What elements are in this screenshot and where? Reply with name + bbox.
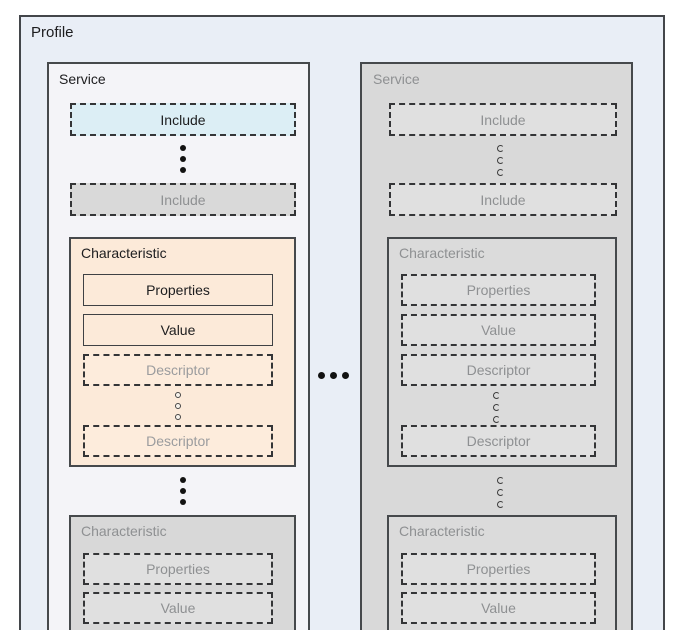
dot-icon — [180, 499, 186, 505]
hollow-dot-icon — [493, 392, 500, 399]
vertical-ellipsis-hollow-icon — [497, 477, 504, 508]
value-box: Value — [401, 314, 596, 346]
descriptor-box: Descriptor — [83, 425, 273, 457]
properties-box: Properties — [401, 553, 596, 585]
service-box-left: Service Include Include Characteristic P… — [47, 62, 310, 630]
dot-icon — [342, 372, 349, 379]
characteristic-box: Characteristic Properties Value Descript… — [387, 237, 617, 467]
dot-icon — [180, 477, 186, 483]
hollow-dot-icon — [175, 403, 181, 409]
hollow-dot-icon — [175, 392, 181, 398]
include-label: Include — [160, 111, 206, 128]
characteristic-box: Characteristic Properties Value — [69, 515, 296, 630]
descriptor-box: Descriptor — [401, 354, 596, 386]
value-label: Value — [481, 600, 516, 616]
dot-icon — [330, 372, 337, 379]
include-label: Include — [480, 111, 526, 128]
include-box: Include — [70, 103, 296, 136]
hollow-dot-icon — [497, 477, 504, 484]
hollow-dot-icon — [497, 157, 504, 164]
characteristic-label: Characteristic — [399, 245, 485, 261]
properties-label: Properties — [466, 561, 531, 577]
characteristic-label: Characteristic — [81, 245, 167, 261]
dot-icon — [180, 145, 186, 151]
dot-icon — [180, 156, 186, 162]
hollow-dot-icon — [175, 414, 181, 420]
vertical-ellipsis-hollow-icon — [497, 145, 504, 176]
vertical-ellipsis-hollow-icon — [175, 392, 181, 420]
hollow-dot-icon — [497, 169, 504, 176]
characteristic-label: Characteristic — [81, 523, 167, 539]
hollow-dot-icon — [497, 489, 504, 496]
horizontal-ellipsis-icon — [318, 372, 349, 379]
include-box: Include — [389, 103, 617, 136]
vertical-ellipsis-solid-icon — [180, 145, 186, 173]
value-box: Value — [83, 592, 273, 624]
characteristic-box: Characteristic Properties Value Descript… — [69, 237, 296, 467]
characteristic-box: Characteristic Properties Value — [387, 515, 617, 630]
descriptor-box: Descriptor — [83, 354, 273, 386]
properties-box: Properties — [83, 274, 273, 306]
value-label: Value — [160, 600, 196, 616]
properties-label: Properties — [146, 282, 210, 298]
descriptor-label: Descriptor — [466, 362, 531, 378]
vertical-ellipsis-solid-icon — [180, 477, 186, 505]
descriptor-box: Descriptor — [401, 425, 596, 457]
properties-box: Properties — [401, 274, 596, 306]
service-label: Service — [373, 71, 420, 87]
value-label: Value — [160, 322, 196, 338]
dot-icon — [180, 167, 186, 173]
properties-label: Properties — [466, 282, 531, 298]
value-box: Value — [83, 314, 273, 346]
include-box: Include — [389, 183, 617, 216]
include-label: Include — [160, 191, 206, 208]
descriptor-label: Descriptor — [146, 433, 210, 449]
descriptor-label: Descriptor — [146, 362, 210, 378]
service-label: Service — [59, 71, 106, 87]
profile-label: Profile — [31, 24, 74, 41]
include-box: Include — [70, 183, 296, 216]
hollow-dot-icon — [493, 416, 500, 423]
properties-box: Properties — [83, 553, 273, 585]
vertical-ellipsis-hollow-icon — [493, 392, 500, 423]
service-box-right: Service Include Include Characteristic P… — [360, 62, 633, 630]
hollow-dot-icon — [497, 501, 504, 508]
hollow-dot-icon — [497, 145, 504, 152]
characteristic-label: Characteristic — [399, 523, 485, 539]
profile-box: Profile Service Include Include Characte… — [19, 15, 665, 630]
include-label: Include — [480, 191, 526, 208]
value-label: Value — [481, 322, 516, 338]
hollow-dot-icon — [493, 404, 500, 411]
descriptor-label: Descriptor — [466, 433, 531, 449]
dot-icon — [318, 372, 325, 379]
dot-icon — [180, 488, 186, 494]
value-box: Value — [401, 592, 596, 624]
properties-label: Properties — [146, 561, 210, 577]
